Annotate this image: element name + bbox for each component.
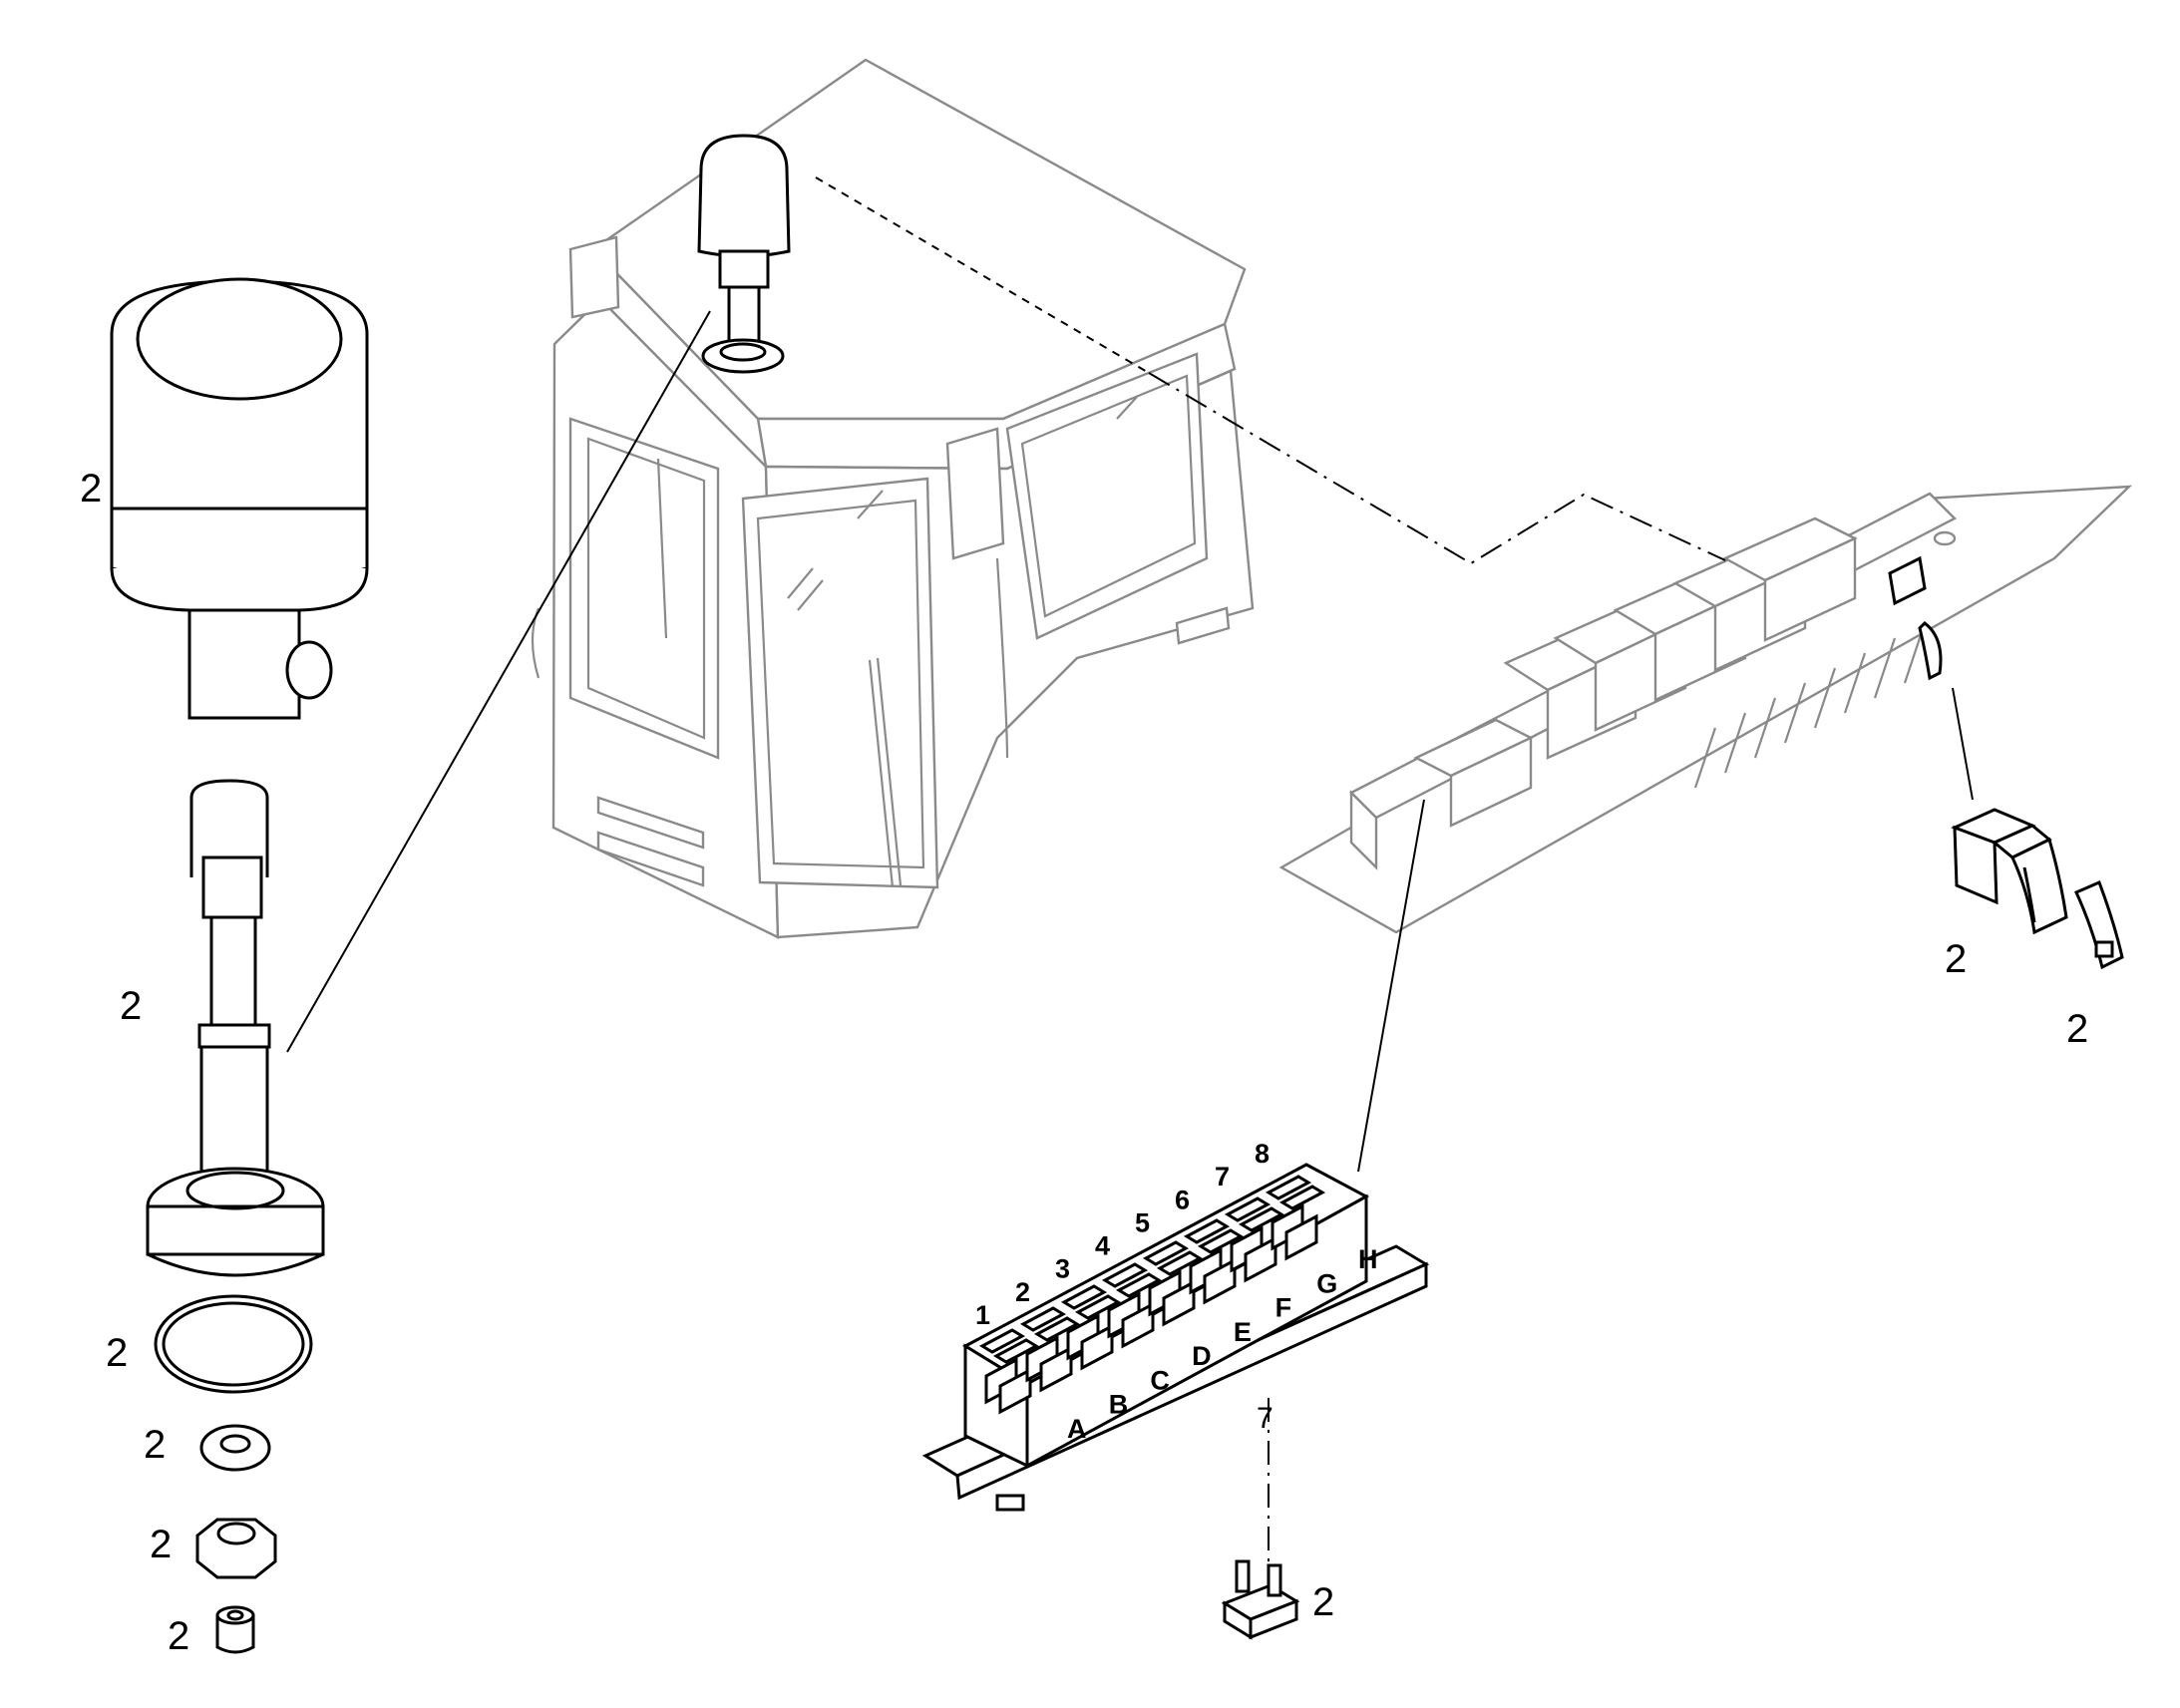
nut — [195, 1518, 277, 1579]
fuse-slot — [1101, 1262, 1149, 1288]
fuse-slot-front — [998, 1367, 1032, 1415]
callout-switch-lens: 2 — [2066, 1007, 2088, 1051]
fuse-slot — [1183, 1218, 1231, 1244]
fuse-slot-front — [1284, 1213, 1318, 1261]
callout-rocker-switch: 2 — [1945, 937, 1967, 981]
callout-washer: 2 — [144, 1423, 166, 1467]
cab-drawing — [531, 58, 1255, 939]
fuse-slot-front — [1162, 1279, 1196, 1327]
fuse-slot — [992, 1338, 1040, 1364]
leader-lines — [286, 176, 1974, 1565]
fuse-slot-front — [1080, 1323, 1114, 1371]
fuse-slot-front — [1203, 1257, 1237, 1305]
fuse-slot — [1197, 1228, 1245, 1254]
fuse-slot — [1060, 1284, 1108, 1310]
washer — [199, 1424, 271, 1472]
fuse-column-label: 8 — [1255, 1139, 1270, 1169]
fuse-column-label: 7 — [1215, 1162, 1230, 1192]
fuse-slot — [1224, 1196, 1272, 1222]
fuse-slot — [1265, 1175, 1312, 1200]
fuse-column-label: 4 — [1095, 1231, 1110, 1261]
beacon-on-roof — [697, 134, 791, 374]
fuse-column-label: 1 — [975, 1300, 990, 1330]
callout-fuse: 2 — [1312, 1580, 1334, 1624]
fuse-slot-front — [1121, 1301, 1155, 1349]
fuse-row-label: H — [1358, 1244, 1378, 1274]
switch-lens — [2074, 879, 2124, 970]
fuse-slot-front — [1244, 1235, 1277, 1283]
callout-nut: 2 — [150, 1523, 172, 1566]
fuse-row-label: B — [1109, 1390, 1129, 1420]
callout-o-ring: 2 — [106, 1331, 128, 1375]
callout-beacon-lens: 2 — [80, 467, 102, 511]
fuse-slots — [978, 1175, 1326, 1415]
callout-cap: 2 — [168, 1614, 189, 1658]
fuse-slot — [1033, 1316, 1081, 1342]
callout-fuse-slot-ref: 7 — [1257, 1402, 1273, 1435]
fuse-slot — [1278, 1185, 1326, 1210]
callout-labels: 2 2 2 2 2 2 2 2 2 7 — [80, 467, 2088, 1658]
fuse-slot — [1142, 1240, 1190, 1266]
switch-console — [1278, 485, 2133, 934]
fuse-slot — [978, 1328, 1026, 1354]
fuse-row-label: A — [1067, 1414, 1087, 1444]
fuse-column-label: 6 — [1175, 1185, 1190, 1214]
rocker-switch — [1951, 808, 2068, 935]
fuse-slot — [1156, 1250, 1204, 1276]
fuse-row-label: F — [1275, 1293, 1292, 1323]
fuse-slot — [1115, 1272, 1163, 1298]
callout-mount-post: 2 — [120, 984, 142, 1028]
fuse-column-label: 2 — [1015, 1277, 1030, 1307]
fuse-row-label: C — [1150, 1365, 1170, 1395]
fuse — [1221, 1559, 1300, 1640]
fuse-slot-front — [1039, 1345, 1073, 1393]
beacon-lens — [110, 277, 369, 720]
fuse-slot — [1019, 1306, 1067, 1332]
o-ring — [154, 1294, 313, 1394]
cap — [215, 1605, 255, 1654]
fuse-row-label: D — [1192, 1341, 1212, 1371]
fuse-row-label: E — [1234, 1317, 1252, 1347]
mount-post — [146, 779, 325, 1277]
fuse-slot — [1074, 1294, 1122, 1320]
fuse-column-label: 3 — [1055, 1254, 1070, 1284]
fuse-block-detail — [921, 1163, 1430, 1512]
fuse-row-label: G — [1316, 1268, 1337, 1298]
fuse-column-label: 5 — [1135, 1207, 1150, 1237]
fuse-slot — [1238, 1206, 1285, 1232]
